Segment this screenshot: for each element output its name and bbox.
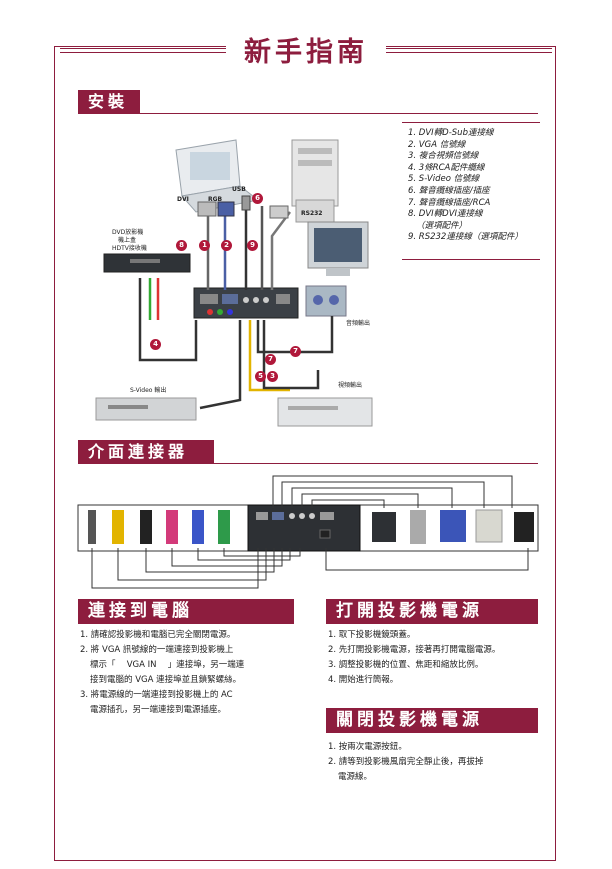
legend-box xyxy=(402,122,540,260)
settop-label: 機上盒 xyxy=(118,237,137,244)
power-off-steps: 1. 按兩次電源按鈕。 2. 請等到投影機風扇完全靜止後，再拔掉 電源線。 xyxy=(328,740,483,785)
legend-item: 8. DVI轉DVI連接線 xyxy=(408,209,483,220)
page-title: 新手指南 xyxy=(226,30,386,69)
hdtv-label: HDTV接收機 xyxy=(112,245,147,252)
step-item: 2. 先打開投影機電源，接著再打開電腦電源。 xyxy=(328,645,501,655)
power-off-banner: 關閉投影機電源 xyxy=(326,708,538,732)
legend-item: （選項配件） xyxy=(416,220,468,231)
step-item: 2. 將 VGA 訊號線的一端連接到投影機上 xyxy=(80,645,234,655)
callout-badge: 8 xyxy=(176,240,187,251)
step-item: 接到電腦的 VGA 連接埠並且鎖緊螺絲。 xyxy=(90,675,242,685)
callout-badge: 5 xyxy=(255,371,266,382)
power-off-rule xyxy=(326,732,538,733)
dvi-plug-icon xyxy=(475,509,503,543)
projector-panel-icon xyxy=(193,287,299,319)
callout-badge: 2 xyxy=(221,240,232,251)
step-item: 1. 請確認投影機和電腦已完全關閉電源。 xyxy=(80,630,236,640)
rgb-label: RGB xyxy=(208,196,223,203)
blue-rca-plug-icon xyxy=(192,510,204,544)
step-item: 標示「 VGA IN 」連接埠，另一端連 xyxy=(90,660,245,670)
audio-plug-icon xyxy=(88,510,96,544)
callout-badge: 3 xyxy=(267,371,278,382)
usb-connector-icon xyxy=(241,195,251,211)
video-out-label: 視頻輸出 xyxy=(338,382,363,389)
laptop-icon xyxy=(175,139,260,213)
svideo-plug-icon xyxy=(140,510,152,544)
step-item: 4. 開始進行簡報。 xyxy=(328,675,399,685)
desktop-pc-icon xyxy=(291,139,339,223)
vga-plug-icon xyxy=(440,510,466,542)
usb-plug-icon xyxy=(410,510,426,544)
power-on-rule xyxy=(326,623,538,624)
step-item: 1. 取下投影機鏡頭蓋。 xyxy=(328,630,416,640)
legend-item: 5. S-Video 信號線 xyxy=(408,174,480,185)
legend-item: 6. 聲音纜線插座/插座 xyxy=(408,185,490,196)
callout-badge: 7 xyxy=(290,346,301,357)
svideo-out-label: S-Video 輸出 xyxy=(130,387,167,394)
legend-item: 1. DVI轉D-Sub連接線 xyxy=(408,128,494,138)
monitor-icon xyxy=(307,221,369,276)
callout-badge: 4 xyxy=(150,339,161,350)
step-item: 電源插孔，另一端連接到電源插座。 xyxy=(90,705,227,715)
vga-connector-icon xyxy=(217,201,235,217)
power-plug-icon xyxy=(514,512,534,542)
green-rca-plug-icon xyxy=(218,510,230,544)
legend-item: 7. 聲音纜線插座/RCA xyxy=(408,197,491,208)
dvi-label: DVI xyxy=(177,196,189,203)
rs232-connector-icon xyxy=(269,205,289,219)
video-player-icon xyxy=(277,397,373,427)
title-bar: 新手指南 xyxy=(0,30,612,70)
title-rule-right xyxy=(386,48,552,53)
audio-panel-icon xyxy=(305,285,347,317)
connect-pc-banner: 連接到電腦 xyxy=(78,599,294,623)
rs232-plug-icon xyxy=(372,512,396,542)
dvd-label: DVD放影機 xyxy=(112,229,144,236)
rs232-label: RS232 xyxy=(301,210,323,217)
legend-item: 4. 3條RCA配件纜線 xyxy=(408,162,485,173)
step-item: 電源線。 xyxy=(338,772,373,782)
install-rule xyxy=(140,113,538,114)
power-on-banner: 打開投影機電源 xyxy=(326,599,538,623)
title-rule-left xyxy=(60,48,226,53)
callout-badge: 6 xyxy=(252,193,263,204)
legend-item: 3. 複合視頻信號線 xyxy=(408,151,479,162)
interface-banner: 介面連接器 xyxy=(78,440,214,464)
step-item: 2. 請等到投影機風扇完全靜止後，再拔掉 xyxy=(328,757,484,767)
step-item: 3. 將電源線的一端連接到投影機上的 AC xyxy=(80,690,233,700)
projector-io-panel xyxy=(247,504,361,552)
install-banner: 安裝 xyxy=(78,90,140,114)
step-item: 1. 按兩次電源按鈕。 xyxy=(328,742,407,752)
connect-pc-rule xyxy=(78,623,294,624)
dvi-connector-icon xyxy=(197,201,217,217)
connect-pc-steps: 1. 請確認投影機和電腦已完全關閉電源。 2. 將 VGA 訊號線的一端連接到投… xyxy=(80,628,244,718)
step-item: 3. 調整投影機的位置、焦距和縮放比例。 xyxy=(328,660,484,670)
legend-item: 9. RS232連接線（選項配件） xyxy=(408,232,523,243)
callout-badge: 7 xyxy=(265,354,276,365)
callout-badge: 9 xyxy=(247,240,258,251)
svideo-player-icon xyxy=(95,397,197,421)
callout-badge: 1 xyxy=(199,240,210,251)
composite-plug-icon xyxy=(112,510,124,544)
dvd-player-icon xyxy=(103,253,191,273)
audio-out-label: 音頻輸出 xyxy=(346,320,371,327)
interface-rule xyxy=(214,463,538,464)
legend-item: 2. VGA 信號線 xyxy=(408,139,466,150)
usb-label: USB xyxy=(232,186,246,193)
red-rca-plug-icon xyxy=(166,510,178,544)
power-on-steps: 1. 取下投影機鏡頭蓋。 2. 先打開投影機電源，接著再打開電腦電源。 3. 調… xyxy=(328,628,500,688)
cable-legend: 1. DVI轉D-Sub連接線 2. VGA 信號線 3. 複合視頻信號線 4.… xyxy=(408,128,540,244)
